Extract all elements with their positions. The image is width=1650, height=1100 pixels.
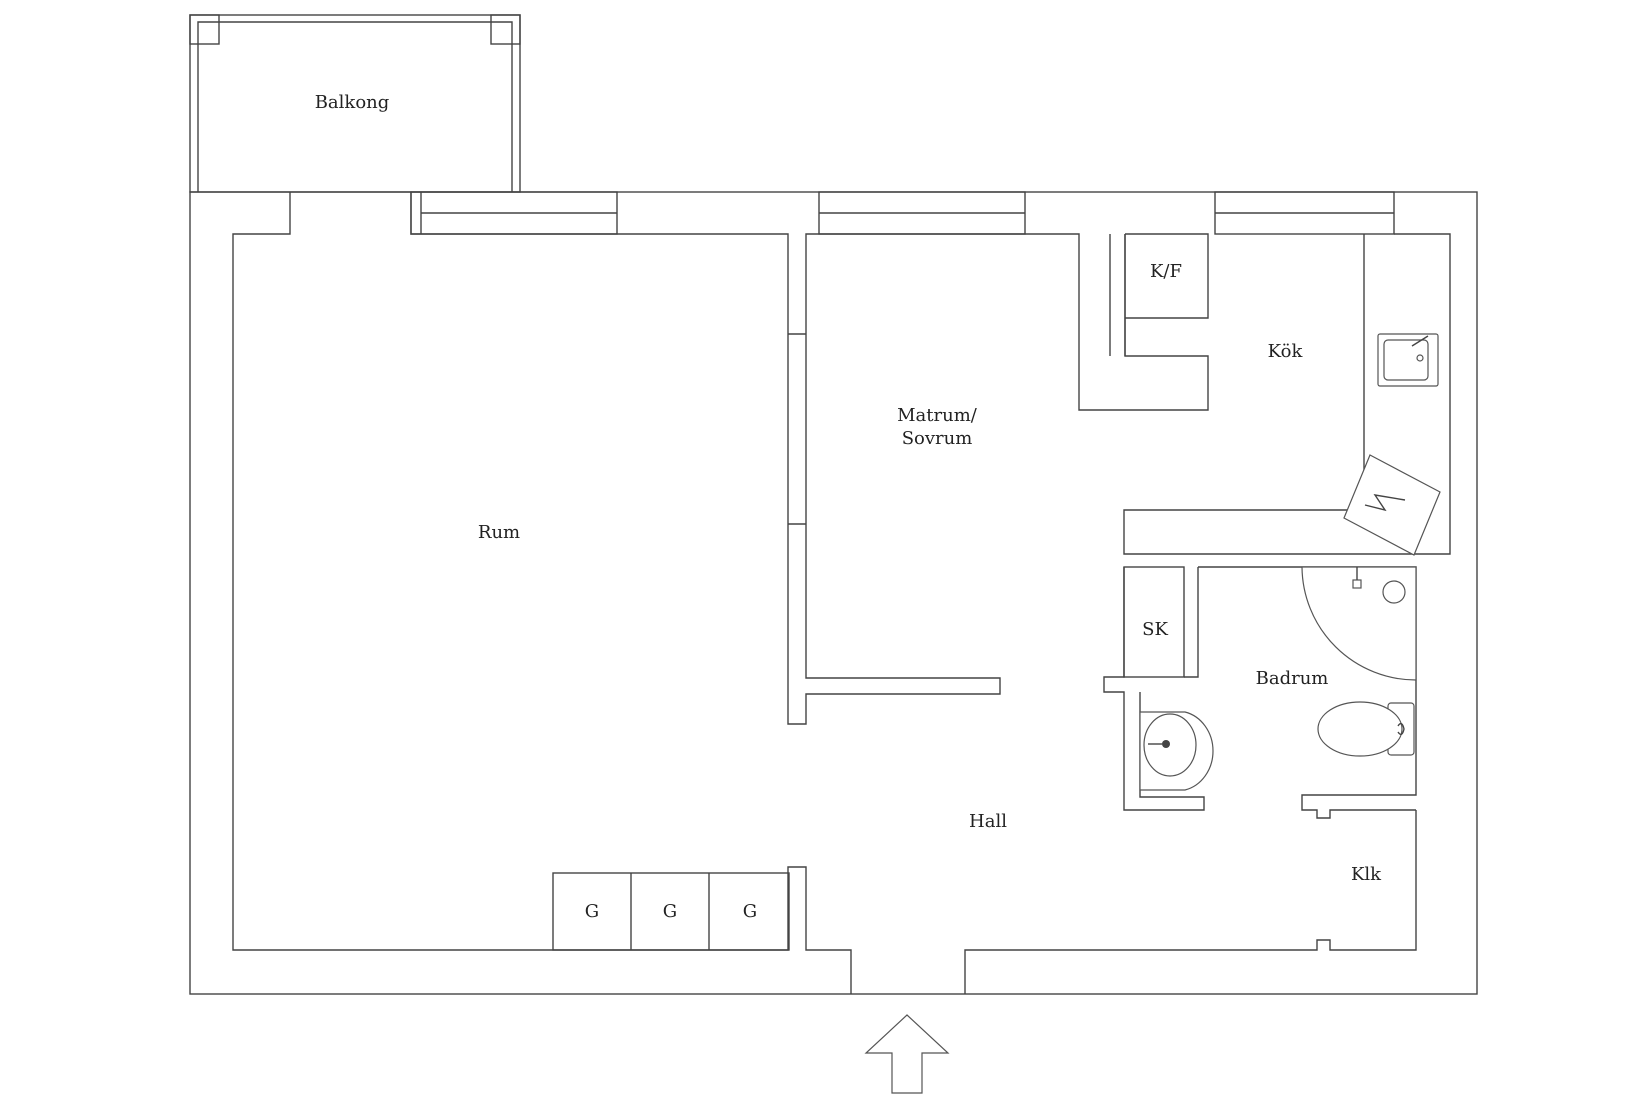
sink-icon <box>1377 333 1439 387</box>
bath-walls <box>1198 566 1417 819</box>
balcony-post-left <box>189 14 220 45</box>
label-matrum: Matrum/ <box>897 405 978 426</box>
hall-walls-left <box>553 866 852 994</box>
windows <box>410 191 1395 235</box>
rum-wall-top <box>410 192 789 524</box>
label-rum: Rum <box>478 522 520 543</box>
kf-unit <box>1109 233 1209 356</box>
label-hall: Hall <box>969 811 1007 832</box>
label-balkong: Balkong <box>315 92 390 113</box>
rum-wall-left <box>232 192 553 951</box>
label-klk: Klk <box>1351 864 1382 885</box>
label-kok: Kök <box>1268 341 1304 362</box>
outer-wall <box>189 191 1478 995</box>
balcony-rail <box>197 21 513 192</box>
up-arrow-icon <box>864 1014 950 1094</box>
stove-icon <box>1343 454 1441 556</box>
shower-icon <box>1301 566 1417 681</box>
label-kf: K/F <box>1150 261 1182 282</box>
toilet-icon <box>1317 701 1415 757</box>
label-sk: SK <box>1142 619 1168 640</box>
wardrobe-group <box>552 872 790 951</box>
label-wardrobe-2: G <box>663 901 677 922</box>
wardrobes <box>552 872 790 951</box>
label-sovrum: Sovrum <box>902 428 973 449</box>
label-wardrobe-1: G <box>585 901 599 922</box>
label-wardrobe-3: G <box>743 901 757 922</box>
basin-icon <box>1139 711 1214 791</box>
balcony-post-right <box>490 14 521 45</box>
matrum-walls <box>787 233 1209 725</box>
bath-wall-left <box>1103 567 1205 811</box>
label-badrum: Badrum <box>1256 668 1329 689</box>
hall-walls-right <box>964 810 1417 994</box>
